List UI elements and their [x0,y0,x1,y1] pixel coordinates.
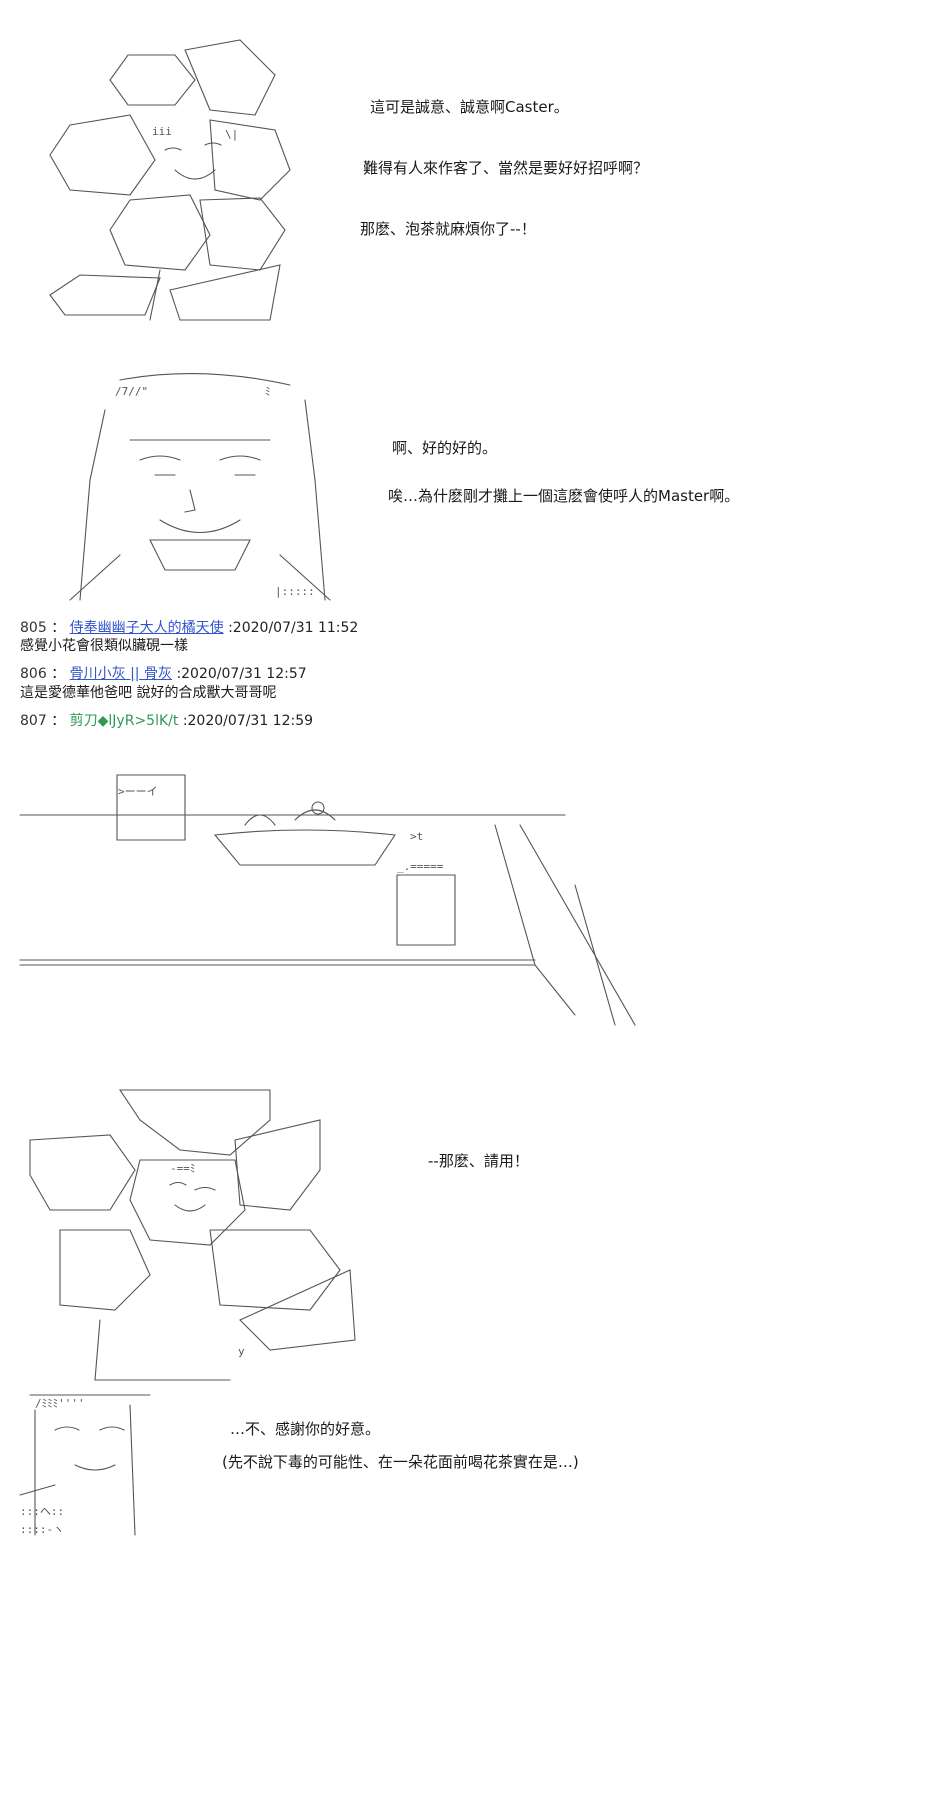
dialogue-line: --那麽、請用！ [428,1152,529,1170]
svg-text:_.=====: _.===== [397,860,444,873]
poster-name-link[interactable]: 侍奉幽幽子大人的橘天使 [69,620,224,636]
tea-table-art: >ーーイ >t _.===== [15,765,735,1075]
post-separator: ： [51,666,66,682]
post-header: 807 ： 剪刀◆lJyR>5lK/t :2020/07/31 12:59 [20,710,313,730]
svg-text:/ﾐﾐﾐ'''': /ﾐﾐﾐ'''' [35,1397,85,1410]
post-date: :2020/07/31 12:57 [176,666,307,682]
dialogue-line: 這可是誠意、誠意啊Caster。 [370,98,569,116]
svg-text:>ーーイ: >ーーイ [118,785,158,798]
post-separator: ： [51,713,66,729]
post-body: 感覺小花會很類似臟硯一樣 [20,638,188,654]
poster-name-link[interactable]: 骨川小灰 || 骨灰 [69,666,172,682]
dialogue-line: (先不說下毒的可能性、在一朵花面前喝花茶實在是…) [222,1453,579,1471]
flower-creature-art-2: -==ﾐ y [20,1080,380,1400]
svg-text:-==ﾐ: -==ﾐ [170,1162,195,1175]
post-separator: ： [51,620,66,636]
svg-text:>t: >t [410,830,423,843]
svg-text:iii: iii [152,125,172,138]
poster-name: 剪刀◆lJyR>5lK/t [69,713,179,729]
svg-text:\|: \| [225,128,238,141]
post-date: :2020/07/31 11:52 [228,620,359,636]
post-header: 806 ： 骨川小灰 || 骨灰 :2020/07/31 12:57 [20,663,307,683]
post-number: 807 [20,713,47,729]
svg-text:|:::::: |::::: [275,585,315,598]
flower-creature-art-1: iii \| [10,20,330,350]
dialogue-line: 啊、好的好的。 [392,439,498,457]
svg-text:ﾐ: ﾐ [265,385,271,398]
svg-text::::ヘ::: :::ヘ:: [20,1505,64,1518]
post-header: 805 ： 侍奉幽幽子大人的橘天使 :2020/07/31 11:52 [20,617,358,637]
caster-character-art: /7//" ﾐ |::::: [60,370,340,610]
svg-text:/7//": /7//" [115,385,148,398]
dialogue-line: 唉…為什麽剛才攤上一個這麽會使呼人的Master啊。 [388,487,740,505]
dialogue-line: …不、感謝你的好意。 [230,1420,381,1438]
post-number: 806 [20,666,47,682]
post-date: :2020/07/31 12:59 [182,713,314,729]
svg-text:::::-ヽ: ::::-ヽ [20,1523,64,1536]
post-body: 這是愛德華他爸吧 說好的合成獸大哥哥呢 [20,685,277,701]
dialogue-line: 難得有人來作客了、當然是要好好招呼啊？ [363,159,649,177]
dialogue-line: 那麽、泡茶就麻煩你了--！ [360,220,536,238]
post-number: 805 [20,620,47,636]
svg-text:y: y [238,1345,245,1358]
caster-small-art: /ﾐﾐﾐ'''' :::ヘ:: ::::-ヽ [15,1385,165,1545]
